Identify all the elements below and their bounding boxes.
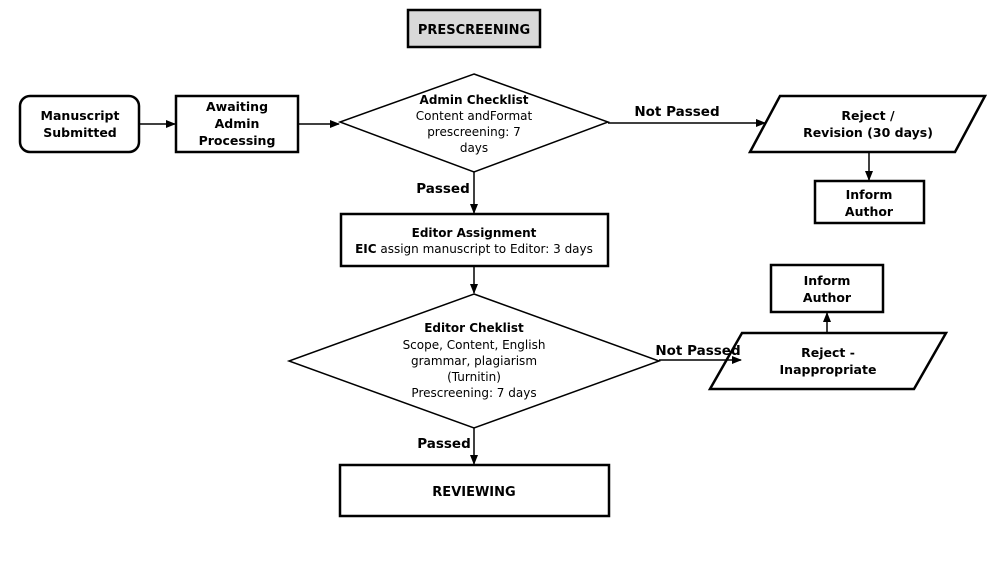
editor-checklist-heading: Editor Cheklist xyxy=(424,321,524,335)
editor-checklist-line-2: grammar, plagiarism xyxy=(411,354,537,368)
editor-assignment-eic: EIC xyxy=(355,242,377,256)
manuscript-submitted-line-2: Submitted xyxy=(43,125,117,140)
admin-checklist-line-2: prescreening: 7 xyxy=(427,125,521,139)
admin-checklist-heading: Admin Checklist xyxy=(420,93,529,107)
editor-assignment-detail: EIC assign manuscript to Editor: 3 days xyxy=(355,242,593,256)
reject-inappropriate-node: Reject - Inappropriate xyxy=(707,331,949,391)
admin-checklist-decision: Admin Checklist Content andFormat prescr… xyxy=(337,73,611,173)
inform-author-1-line-1: Inform xyxy=(846,187,893,202)
manuscript-submitted-line-1: Manuscript xyxy=(41,108,120,123)
editor-checklist-line-1: Scope, Content, English xyxy=(403,338,546,352)
editor-assignment-heading: Editor Assignment xyxy=(412,226,537,240)
admin-checklist-line-3: days xyxy=(460,141,488,155)
reject-revision-node: Reject / Revision (30 days) xyxy=(747,94,988,154)
reject-revision-line-1: Reject / xyxy=(841,108,895,123)
awaiting-admin-line-1: Awaiting xyxy=(206,99,268,114)
page-title: PRESCREENING xyxy=(418,23,530,38)
inform-author-2-line-1: Inform xyxy=(804,273,851,288)
editor-checklist-line-3: (Turnitin) xyxy=(447,370,501,384)
admin-passed-label: Passed xyxy=(416,181,470,197)
editor-assignment-rest: assign manuscript to Editor: 3 days xyxy=(377,242,593,256)
connectors xyxy=(139,119,873,465)
awaiting-admin-line-2: Admin xyxy=(215,116,260,131)
title-box: PRESCREENING xyxy=(406,8,542,49)
reject-inappropriate-line-1: Reject - xyxy=(801,345,855,360)
inform-author-1-node: Inform Author xyxy=(813,179,926,225)
awaiting-admin-line-3: Processing xyxy=(199,133,276,148)
editor-assignment-node: Editor Assignment EIC assign manuscript … xyxy=(339,212,610,268)
manuscript-submitted-node: Manuscript Submitted xyxy=(18,94,141,154)
inform-author-2-node: Inform Author xyxy=(769,263,885,314)
inform-author-2-line-2: Author xyxy=(803,290,852,305)
awaiting-admin-node: Awaiting Admin Processing xyxy=(174,94,300,154)
editor-passed-label: Passed xyxy=(417,436,471,452)
editor-not-passed-label: Not Passed xyxy=(655,343,740,359)
admin-checklist-line-1: Content andFormat xyxy=(416,109,533,123)
admin-not-passed-label: Not Passed xyxy=(634,104,719,120)
reviewing-node: REVIEWING xyxy=(338,463,611,518)
editor-checklist-decision: Editor Cheklist Scope, Content, English … xyxy=(286,293,662,429)
reject-revision-line-2: Revision (30 days) xyxy=(803,125,933,140)
editor-checklist-line-4: Prescreening: 7 days xyxy=(411,386,536,400)
reviewing-label: REVIEWING xyxy=(432,485,515,500)
inform-author-1-line-2: Author xyxy=(845,204,894,219)
reject-inappropriate-line-2: Inappropriate xyxy=(780,362,877,377)
